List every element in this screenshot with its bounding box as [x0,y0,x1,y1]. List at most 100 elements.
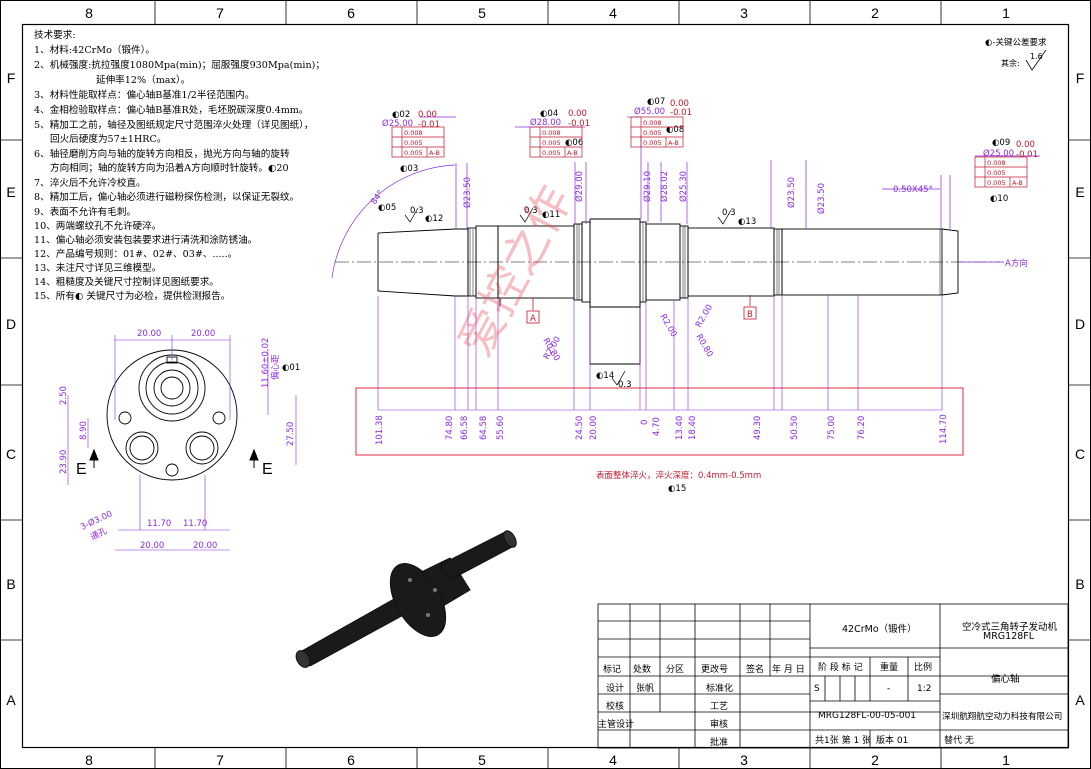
callout-10: ◐10 [990,194,1008,204]
axial-dimension: 64.58 [479,416,489,440]
gdt-datum: A-B [1012,179,1023,187]
replace: 替代 无 [944,736,974,746]
zone-right-E: E [1075,184,1085,200]
std-label: 标准化 [706,684,734,694]
gdt-value: 0.008 [643,119,662,127]
other-roughness-label: 其余: [1001,59,1020,68]
req-line: 延伸率12%（max）。 [96,75,191,86]
req-line: 10、两端螺纹孔不允许硬淬。 [34,221,162,232]
roughness-value: 0.3 [410,206,424,216]
callout-04-diameter: Ø28.00 [530,117,561,128]
callout-15: ◐15 [668,484,686,494]
zone-left-D: D [5,316,17,332]
key-tolerance-note: ◐-关键公差要求 [985,38,1047,48]
direction-a-label: A方向 [1005,258,1028,269]
gdt-value: 0.005 [404,149,423,157]
gdt-value: 0.005 [987,169,1006,177]
quench-note: 表面整体淬火，淬火深度：0.4mm-0.5mm [596,470,761,481]
drawing-number: MRG128FL-00-05-001 [818,711,917,721]
gdt-value: 0.005 [643,129,662,137]
req-line: 13、未注尺寸详见三维模型。 [34,263,162,274]
req-line: 3、材料性能取样点：偏心轴B基准1/2半径范围内。 [34,90,255,101]
product-name: 空冷式三角转子发动机 [962,622,1058,633]
scale-value: 1:2 [917,684,932,694]
weight-label: 重量 [880,663,899,673]
zone-left-E: E [6,184,16,200]
zone-top-1: 1 [1002,5,1010,21]
zone-left-A: A [6,692,16,708]
end-dimension: 11.70 [147,519,171,529]
approve-label: 批准 [710,738,729,748]
req-line: 方向相同；轴的旋转方向为沿着A方向顺时针旋转。◐20 [50,163,289,174]
axial-dimension: 18.40 [688,416,698,440]
gdt-value: 0.005 [404,139,423,147]
req-line: 6、轴径磨削方向与轴的旋转方向相反，抛光方向与轴的旋转 [34,149,290,160]
designer: 张帆 [636,684,655,694]
gdt-value: 0.005 [987,179,1006,187]
gdt-value: 0.005 [643,139,662,147]
diameter-dimension: Ø23.50 [816,183,827,214]
axial-dimension: 4.70 [652,417,662,436]
zone-top-5: 5 [478,5,486,21]
end-dimension: 8.90 [79,421,89,440]
diameter-dimension: Ø23.50 [786,177,797,208]
zone-bottom-2: 2 [871,752,879,768]
callout-02: ◐02 [392,110,410,120]
callout-06: ◐06 [565,138,583,148]
zone-right-F: F [1075,70,1085,86]
req-line: 1、材料:42CrMo（锻件）。 [34,45,156,56]
eccentric-dimension: 11.60±0.02 [261,338,271,388]
datum-b: B [747,310,753,320]
axial-dimension: 75.00 [827,416,837,440]
req-line: 11、偏心轴必须安装包装要求进行清洗和涂防锈油。 [34,235,258,246]
axial-dimension: 13.40 [675,416,685,440]
callout-04-tol-up: 0.00 [568,109,587,119]
callout-09: ◐09 [992,138,1010,148]
zone-right-D: D [1074,316,1086,332]
zone-right-C: C [1074,446,1086,462]
review-label: 审核 [710,720,729,730]
axial-dimension: 49.30 [753,416,763,440]
end-dimension: 20.00 [140,541,164,551]
shaft-3d-render [295,530,517,668]
header-date: 年 月 日 [772,665,805,675]
roughness-symbol-icon [1025,49,1047,71]
zone-bottom-3: 3 [740,752,748,768]
scale-label: 比例 [914,663,933,673]
end-dimension: 20.00 [191,329,215,339]
gdt-value: 0.005 [542,139,561,147]
zone-top-4: 4 [609,5,617,21]
callout-13: ◐13 [738,217,756,227]
callout-02-tol-up: 0.00 [418,110,437,120]
zone-left-C: C [5,446,17,462]
zone-top-7: 7 [216,5,224,21]
req-line: 回火后硬度为57±1HRC。 [50,134,167,145]
requirements-title: 技术要求: [34,30,76,41]
end-dimension: 11.70 [183,519,207,529]
chamfer-dimension: 0.50X45° [893,185,933,195]
zone-bottom-7: 7 [216,752,224,768]
header-count: 处数 [633,665,652,675]
header-zone: 分区 [666,665,685,675]
diameter-dimension: Ø28.02 [659,171,670,202]
axial-dimension: 66.58 [460,416,470,440]
diameter-dimension: Ø23.50 [462,177,473,208]
zone-bottom-8: 8 [85,752,93,768]
zone-bottom-1: 1 [1002,752,1010,768]
roughness-value: 0.3 [524,206,538,216]
zone-top-6: 6 [347,5,355,21]
callout-09-diameter: Ø25.00 [983,148,1014,159]
diameter-dimension: Ø29.00 [574,171,585,202]
callout-07-diameter: Ø55.00 [634,106,665,117]
check-label: 校核 [606,702,625,712]
axial-dimension: 24.50 [575,416,585,440]
section-label-left: E [76,461,87,478]
design-label: 设计 [606,684,625,694]
req-line: 4、金相检验取样点：偏心轴B基准R处，毛坯脱碳深度0.4mm。 [34,105,309,116]
gdt-value: 0.008 [987,159,1006,167]
zone-bottom-6: 6 [347,752,355,768]
zone-bottom-5: 5 [478,752,486,768]
